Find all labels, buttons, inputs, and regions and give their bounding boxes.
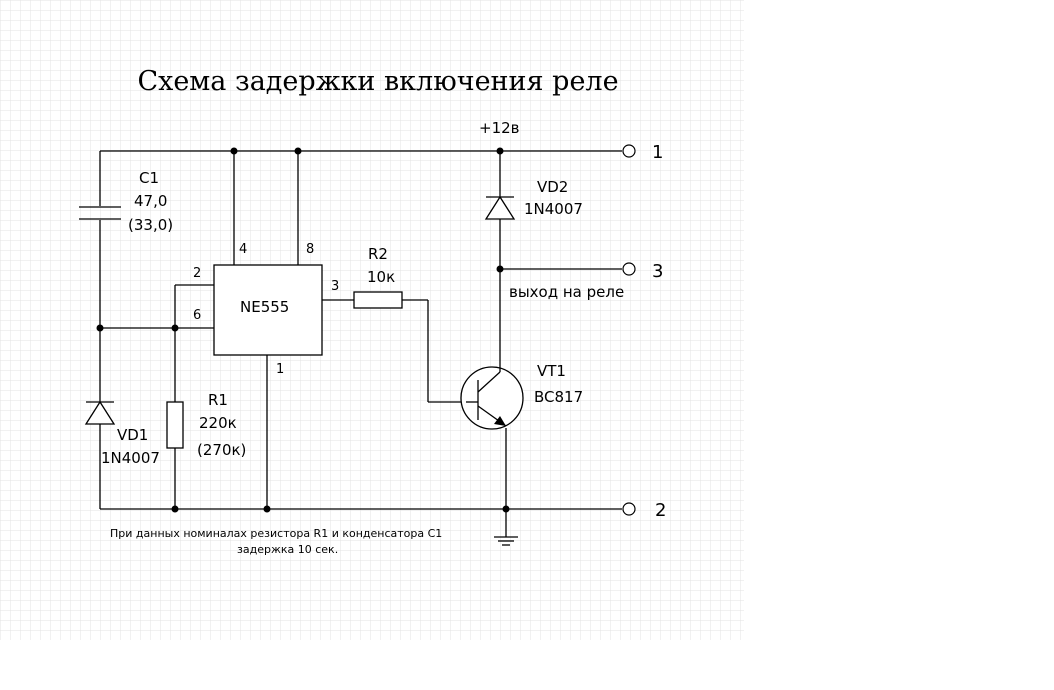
r2-value: 10к: [367, 268, 395, 286]
vd1-part: 1N4007: [101, 449, 160, 467]
grid-paper: [0, 0, 744, 640]
diode-vd1: VD1 1N4007: [84, 400, 160, 467]
ground-symbol: [494, 536, 518, 546]
note-line-2: задержка 10 сек.: [237, 543, 338, 556]
vd2-ref: VD2: [537, 178, 568, 196]
note-line-1: При данных номиналах резистора R1 и конд…: [110, 527, 442, 540]
ic-pin-6: 6: [193, 308, 201, 323]
r2-ref: R2: [368, 245, 388, 263]
svg-text:3: 3: [652, 261, 663, 282]
output-label: выход на реле: [509, 283, 624, 301]
capacitor-c1: C1 47,0 (33,0): [79, 169, 173, 234]
terminal-3: 3: [622, 261, 663, 282]
c1-alt-value: (33,0): [128, 216, 173, 234]
vd1-ref: VD1: [117, 426, 148, 444]
wires: [99, 150, 622, 537]
vt1-ref: VT1: [537, 362, 566, 380]
terminal-1: 1: [622, 142, 663, 163]
transistor-vt1: VT1 BC817: [460, 362, 583, 430]
ic-pin-2: 2: [193, 266, 201, 281]
vt1-part: BC817: [534, 388, 583, 406]
junction-dots: [96, 147, 510, 513]
ic-ne555: NE555 2 4 8 6 3 1: [193, 242, 339, 377]
resistor-r1: R1 220к (270к): [166, 391, 246, 459]
r1-value: 220к: [199, 414, 237, 432]
ic-pin-8: 8: [306, 242, 314, 257]
vd2-part: 1N4007: [524, 200, 583, 218]
c1-ref: C1: [139, 169, 159, 187]
resistor-r2: R2 10к: [353, 245, 403, 309]
ic-pin-4: 4: [239, 242, 247, 257]
ic-name: NE555: [240, 298, 289, 316]
c1-value: 47,0: [134, 192, 167, 210]
r1-ref: R1: [208, 391, 228, 409]
terminal-2: 2: [622, 500, 666, 521]
diode-vd2: VD2 1N4007: [484, 178, 583, 220]
ic-pin-3: 3: [331, 279, 339, 294]
diagram-title: Схема задержки включения реле: [137, 66, 618, 97]
svg-text:1: 1: [652, 142, 663, 163]
supply-label: +12в: [479, 119, 520, 137]
ic-pin-1: 1: [276, 362, 284, 377]
r1-alt-value: (270к): [197, 441, 246, 459]
svg-text:2: 2: [655, 500, 666, 521]
